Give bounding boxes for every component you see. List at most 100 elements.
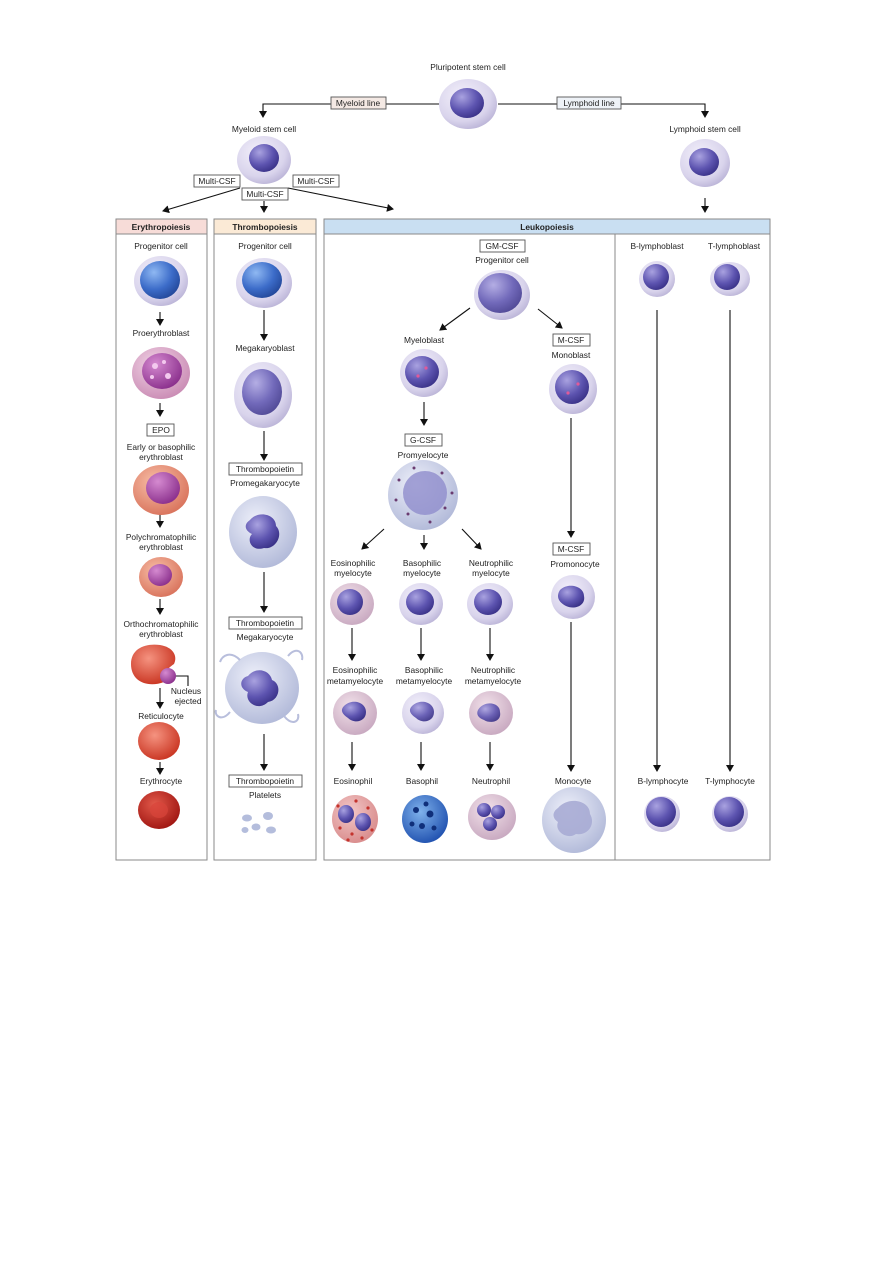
ery-progenitor-cell: [134, 256, 188, 306]
leu-baso-myelo-2: myelocyte: [403, 568, 441, 578]
myeloblast-cell: [400, 349, 448, 397]
neutrophil-cell: [468, 794, 516, 840]
thr-megakaryoblast: Megakaryoblast: [235, 343, 295, 353]
thr-progenitor-cell: [236, 258, 292, 308]
thr-progenitor: Progenitor cell: [238, 241, 292, 251]
panel-leukopoiesis: [323, 218, 771, 861]
leu-gm-csf: GM-CSF: [485, 241, 518, 251]
eosinophil-cell: [332, 795, 378, 843]
platelet: [242, 814, 252, 822]
multi-csf-mid-box: [241, 187, 289, 201]
thr-tpo-1: Thrombopoietin: [236, 464, 295, 474]
leu-arrow-to-eos: [361, 528, 385, 550]
label-multi-csf-mid: Multi-CSF: [246, 189, 283, 199]
thr-tpo-3: Thrombopoietin: [236, 776, 295, 786]
g-csf-box: [404, 433, 443, 447]
label-myeloid-line: Myeloid line: [336, 98, 381, 108]
basophilic-metamyelocyte-cell: [402, 692, 444, 734]
myeloid-stem-cell: [237, 136, 291, 184]
ery-ortho-1: Orthochromatophilic: [124, 619, 199, 629]
ery-poly-1: Polychromatophilic: [126, 532, 196, 542]
neutrophilic-myelocyte-cell: [467, 583, 513, 625]
to-leuko-arrow: [287, 187, 394, 212]
connector-lines: [156, 103, 734, 775]
leu-monoblast: Monoblast: [552, 350, 591, 360]
leukopoiesis-header-bg: [323, 218, 771, 235]
lym-b-lymphoblast: B-lymphoblast: [630, 241, 684, 251]
ery-progenitor: Progenitor cell: [134, 241, 188, 251]
thrombopoiesis-header: Thrombopoiesis: [232, 222, 297, 232]
leu-baso-meta-2: metamyelocyte: [396, 676, 453, 686]
pluripotent-stem-cell: [439, 79, 497, 129]
megakaryoblast-cell: [234, 362, 292, 428]
label-multi-csf-right: Multi-CSF: [297, 176, 334, 186]
ery-early-2: erythroblast: [139, 452, 183, 462]
ery-epo: EPO: [152, 425, 170, 435]
promegakaryocyte-cell: [229, 496, 297, 568]
leu-progenitor-cell: [474, 270, 530, 320]
basophil-cell: [402, 795, 448, 843]
m-csf-box-1: [552, 333, 591, 347]
erythropoiesis-header: Erythropoiesis: [132, 222, 191, 232]
ejected-nucleus: [160, 668, 176, 684]
leu-arrow-to-monoblast: [537, 308, 563, 329]
t-lymphocyte-cell: [712, 796, 748, 832]
label-lymphoid-stem: Lymphoid stem cell: [669, 124, 741, 134]
ery-erythrocyte: Erythrocyte: [140, 776, 183, 786]
m-csf-box-2: [552, 542, 591, 556]
label-boxes: [146, 96, 622, 788]
gm-csf-box: [479, 239, 526, 253]
promyelocyte-cell: [388, 460, 458, 530]
leu-eos-myelo-1: Eosinophilic: [331, 558, 376, 568]
leu-neut-meta-2: metamyelocyte: [465, 676, 522, 686]
monoblast-cell: [549, 364, 597, 414]
tpo-box-3: [228, 774, 303, 788]
orthochromatophilic-erythroblast-cell: [131, 644, 176, 685]
basophilic-myelocyte-cell: [399, 583, 443, 625]
erythropoiesis-header-bg: [115, 218, 208, 235]
reticulocyte-cell: [138, 722, 180, 760]
megakaryocyte-cell: [214, 649, 304, 724]
thr-megakaryocyte: Megakaryocyte: [237, 632, 294, 642]
erythrocyte-cell: [138, 791, 180, 829]
label-pluripotent: Pluripotent stem cell: [430, 62, 506, 72]
leu-eosinophil: Eosinophil: [334, 776, 373, 786]
platelet: [241, 827, 249, 833]
lym-t-lymphoblast: T-lymphoblast: [708, 241, 761, 251]
multi-csf-right-box: [292, 174, 340, 188]
label-lymphoid-line: Lymphoid line: [563, 98, 615, 108]
ery-early-1: Early or basophilic: [127, 442, 195, 452]
b-lymphocyte-cell: [644, 796, 680, 832]
myeloid-line-box: [330, 96, 387, 110]
early-erythroblast-cell: [133, 465, 189, 515]
multi-csf-left-box: [193, 174, 241, 188]
leu-progenitor: Progenitor cell: [475, 255, 529, 265]
platelet: [251, 823, 261, 831]
leu-basophil: Basophil: [406, 776, 438, 786]
thr-tpo-2: Thrombopoietin: [236, 618, 295, 628]
leu-eos-myelo-2: myelocyte: [334, 568, 372, 578]
platelet: [263, 812, 273, 820]
nucleus-ejected-leader: [174, 675, 189, 686]
leu-g-csf: G-CSF: [410, 435, 436, 445]
platelets: [241, 812, 276, 834]
tpo-box-1: [228, 462, 303, 476]
thrombopoiesis-header-bg: [213, 218, 317, 235]
ery-nucleus-2: ejected: [174, 696, 201, 706]
lymphoid-line-box: [556, 96, 622, 110]
leu-promyelocyte: Promyelocyte: [398, 450, 449, 460]
ery-ortho-2: erythroblast: [139, 629, 183, 639]
ery-reticulocyte: Reticulocyte: [138, 711, 184, 721]
b-lymphoblast-cell: [639, 261, 675, 297]
polychromatophilic-erythroblast-cell: [139, 557, 183, 597]
thr-platelets: Platelets: [249, 790, 281, 800]
leu-eos-meta-2: metamyelocyte: [327, 676, 384, 686]
leu-myeloblast: Myeloblast: [404, 335, 445, 345]
to-erythro-arrow: [162, 187, 241, 214]
eosinophilic-myelocyte-cell: [330, 583, 374, 625]
leukopoiesis-header: Leukopoiesis: [520, 222, 574, 232]
monocyte-cell: [542, 787, 606, 853]
proerythroblast-cell: [132, 347, 190, 399]
leu-monocyte: Monocyte: [555, 776, 592, 786]
